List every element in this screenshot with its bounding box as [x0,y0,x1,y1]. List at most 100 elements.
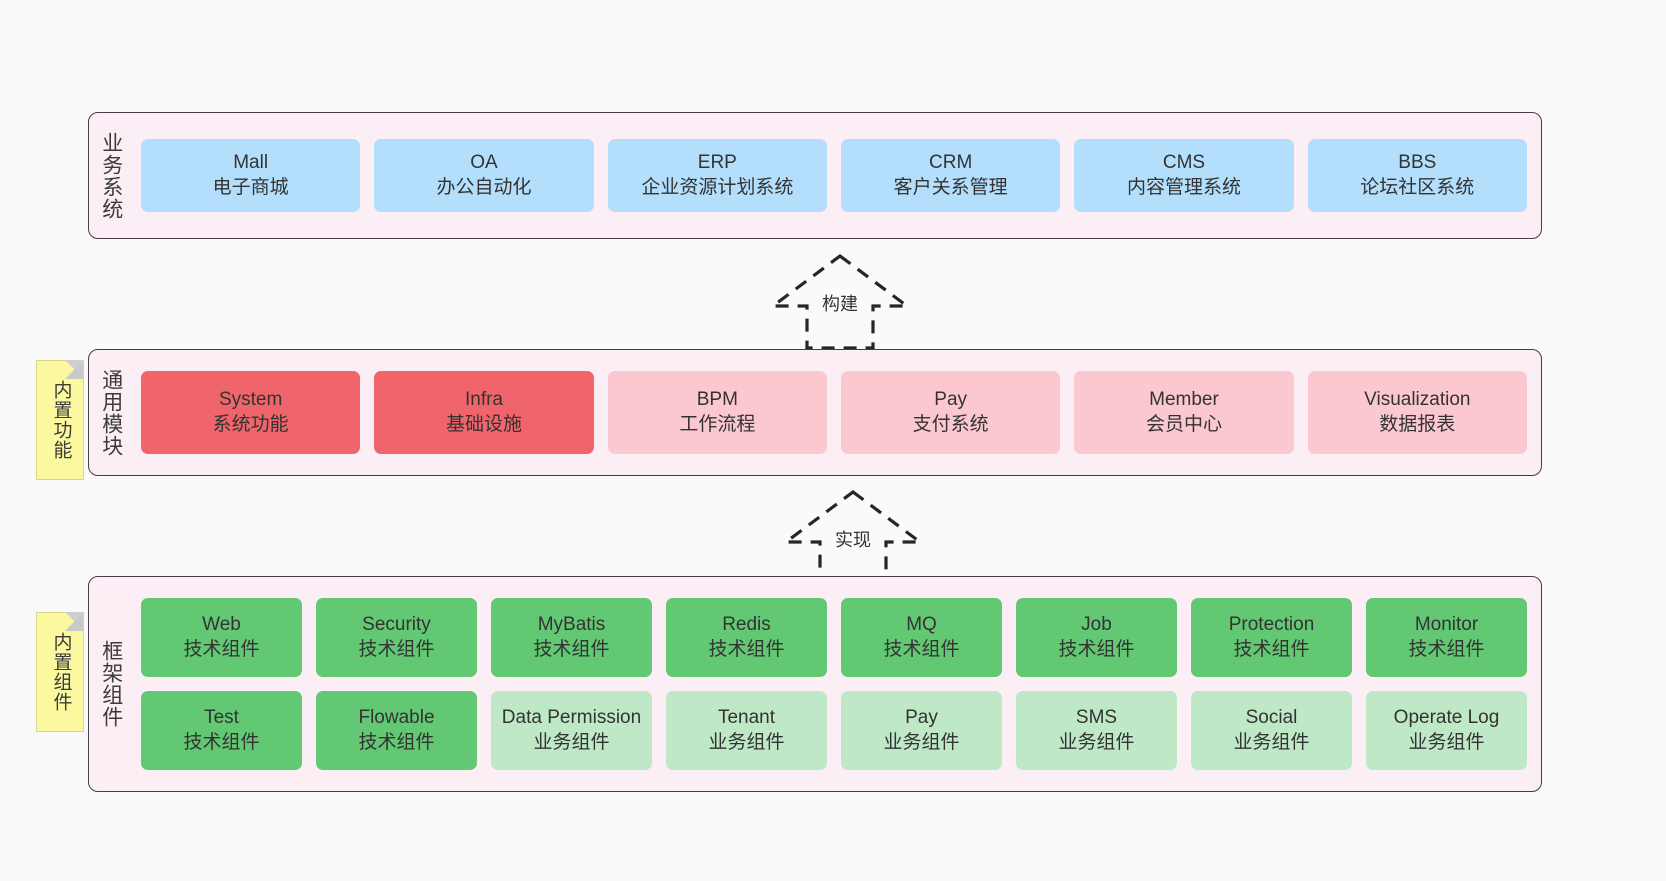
node-monitor[interactable]: Monitor 技术组件 [1366,598,1527,677]
node-operate-log[interactable]: Operate Log 业务组件 [1366,691,1527,770]
node-subtitle: 基础设施 [445,413,522,435]
node-security[interactable]: Security 技术组件 [316,598,477,677]
node-title: Data Permission [501,707,642,729]
node-title: Security [362,614,431,636]
node-social[interactable]: Social 业务组件 [1191,691,1352,770]
node-title: Infra [464,389,503,411]
node-row: Test 技术组件 Flowable 技术组件 Data Permission … [141,691,1527,770]
node-web[interactable]: Web 技术组件 [141,598,302,677]
node-title: SMS [1075,707,1118,729]
node-title: OA [470,152,498,174]
node-infra[interactable]: Infra 基础设施 [374,371,594,454]
node-subtitle: 工作流程 [679,413,756,435]
node-title: CMS [1162,152,1206,174]
layer-body-modules: System 系统功能 Infra 基础设施 BPM 工作流程 Pay 支付系统… [133,350,1541,475]
node-bpm[interactable]: BPM 工作流程 [607,371,827,454]
node-subtitle: 数据报表 [1379,413,1456,435]
node-title: Pay [934,389,968,411]
node-subtitle: 客户关系管理 [893,176,1008,198]
node-title: Tenant [717,707,776,729]
uml-generalization-arrow-build: 构建 [755,252,925,352]
node-subtitle: 系统功能 [212,413,289,435]
node-subtitle: 办公自动化 [436,176,532,198]
node-oa[interactable]: OA 办公自动化 [374,139,594,212]
node-subtitle: 业务组件 [1058,731,1135,753]
node-protection[interactable]: Protection 技术组件 [1191,598,1352,677]
node-subtitle: 技术组件 [358,731,435,753]
node-mall[interactable]: Mall 电子商城 [141,139,361,212]
node-subtitle: 会员中心 [1145,413,1222,435]
layer-framework-components: 框架组件 Web 技术组件 Security 技术组件 MyBatis 技术组件… [88,576,1542,792]
layer-body-business: Mall 电子商城 OA 办公自动化 ERP 企业资源计划系统 CRM 客户关系… [133,113,1541,238]
dashed-triangle-arrow-icon [781,490,925,586]
node-redis[interactable]: Redis 技术组件 [666,598,827,677]
node-title: Job [1081,614,1112,636]
layer-generic-modules: 通用模块 System 系统功能 Infra 基础设施 BPM 工作流程 Pay… [88,349,1542,476]
node-tenant[interactable]: Tenant 业务组件 [666,691,827,770]
node-subtitle: 技术组件 [1408,638,1485,660]
node-test[interactable]: Test 技术组件 [141,691,302,770]
node-title: Test [204,707,239,729]
node-subtitle: 技术组件 [533,638,610,660]
note-label: 内置组件 [50,632,72,712]
layer-title-framework: 框架组件 [99,640,123,728]
node-subtitle: 业务组件 [708,731,785,753]
node-visualization[interactable]: Visualization 数据报表 [1307,371,1527,454]
node-cms[interactable]: CMS 内容管理系统 [1074,139,1294,212]
node-subtitle: 技术组件 [1058,638,1135,660]
note-built-in-features: 内置功能 [36,360,84,480]
node-subtitle: 技术组件 [883,638,960,660]
node-subtitle: 论坛社区系统 [1360,176,1475,198]
node-flowable[interactable]: Flowable 技术组件 [316,691,477,770]
folded-corner-icon [65,360,84,379]
node-bbs[interactable]: BBS 论坛社区系统 [1307,139,1527,212]
node-sms[interactable]: SMS 业务组件 [1016,691,1177,770]
node-member[interactable]: Member 会员中心 [1074,371,1294,454]
layer-body-framework: Web 技术组件 Security 技术组件 MyBatis 技术组件 Redi… [133,577,1541,791]
note-built-in-components: 内置组件 [36,612,84,732]
node-title: BBS [1398,152,1437,174]
node-erp[interactable]: ERP 企业资源计划系统 [607,139,827,212]
node-title: System [218,389,283,411]
node-title: Mall [233,152,269,174]
node-row: System 系统功能 Infra 基础设施 BPM 工作流程 Pay 支付系统… [141,371,1527,454]
node-title: Operate Log [1393,707,1500,729]
layer-business-systems: 业务系统 Mall 电子商城 OA 办公自动化 ERP 企业资源计划系统 CRM… [88,112,1542,239]
node-system[interactable]: System 系统功能 [141,371,361,454]
folded-corner-icon [65,612,84,631]
node-subtitle: 支付系统 [912,413,989,435]
node-subtitle: 业务组件 [1408,731,1485,753]
node-subtitle: 技术组件 [708,638,785,660]
node-data-permission[interactable]: Data Permission 业务组件 [491,691,652,770]
note-label: 内置功能 [50,380,72,460]
node-title: Social [1245,707,1298,729]
arrow-label-build: 构建 [822,294,858,314]
node-title: Protection [1228,614,1315,636]
node-subtitle: 技术组件 [1233,638,1310,660]
node-subtitle: 技术组件 [183,638,260,660]
node-title: MQ [906,614,937,636]
layer-title-business: 业务系统 [99,131,123,220]
node-title: MyBatis [537,614,606,636]
node-row: Web 技术组件 Security 技术组件 MyBatis 技术组件 Redi… [141,598,1527,677]
node-subtitle: 内容管理系统 [1126,176,1241,198]
node-title: CRM [929,152,973,174]
node-title: Redis [722,614,771,636]
node-title: Member [1149,389,1219,411]
node-pay-module[interactable]: Pay 支付系统 [840,371,1061,454]
node-subtitle: 技术组件 [358,638,435,660]
node-pay-component[interactable]: Pay 业务组件 [841,691,1002,770]
uml-generalization-arrow-implement: 实现 [768,488,938,588]
node-crm[interactable]: CRM 客户关系管理 [840,139,1061,212]
layer-title-modules: 通用模块 [99,368,123,457]
node-subtitle: 电子商城 [212,176,289,198]
node-subtitle: 业务组件 [883,731,960,753]
node-mybatis[interactable]: MyBatis 技术组件 [491,598,652,677]
node-title: Web [202,614,241,636]
node-title: Flowable [358,707,435,729]
node-title: Pay [905,707,938,729]
node-mq[interactable]: MQ 技术组件 [841,598,1002,677]
node-job[interactable]: Job 技术组件 [1016,598,1177,677]
node-title: Visualization [1364,389,1471,411]
node-title: Monitor [1414,614,1479,636]
